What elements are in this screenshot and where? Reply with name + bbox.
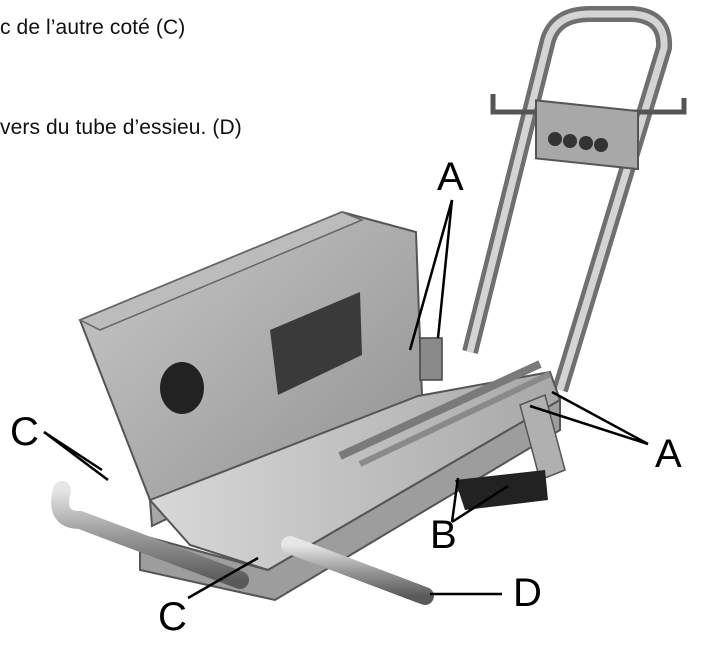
callout-leaders (43, 199, 649, 600)
back-panel-top (78, 211, 364, 331)
callout-a-top: A (437, 155, 464, 199)
callout-d: D (513, 571, 542, 615)
slide-rails (338, 337, 552, 467)
indicator-buttons (548, 132, 608, 152)
rectangular-cutout (270, 292, 362, 395)
tray-front-lip (139, 398, 561, 602)
instruction-line-1: c de l’autre coté (C) (0, 16, 186, 39)
callout-c-bottom: C (158, 595, 187, 639)
round-hole (160, 362, 204, 414)
callout-a-right: A (655, 432, 682, 476)
handle-frame (462, 6, 687, 393)
instruction-line-2: vers du tube d’essieu. (D) (0, 116, 242, 139)
callout-c-left: C (10, 410, 39, 454)
callout-b: B (430, 513, 457, 557)
support-leg (519, 393, 566, 482)
side-tube (51, 481, 249, 589)
axle-tube (281, 536, 434, 605)
